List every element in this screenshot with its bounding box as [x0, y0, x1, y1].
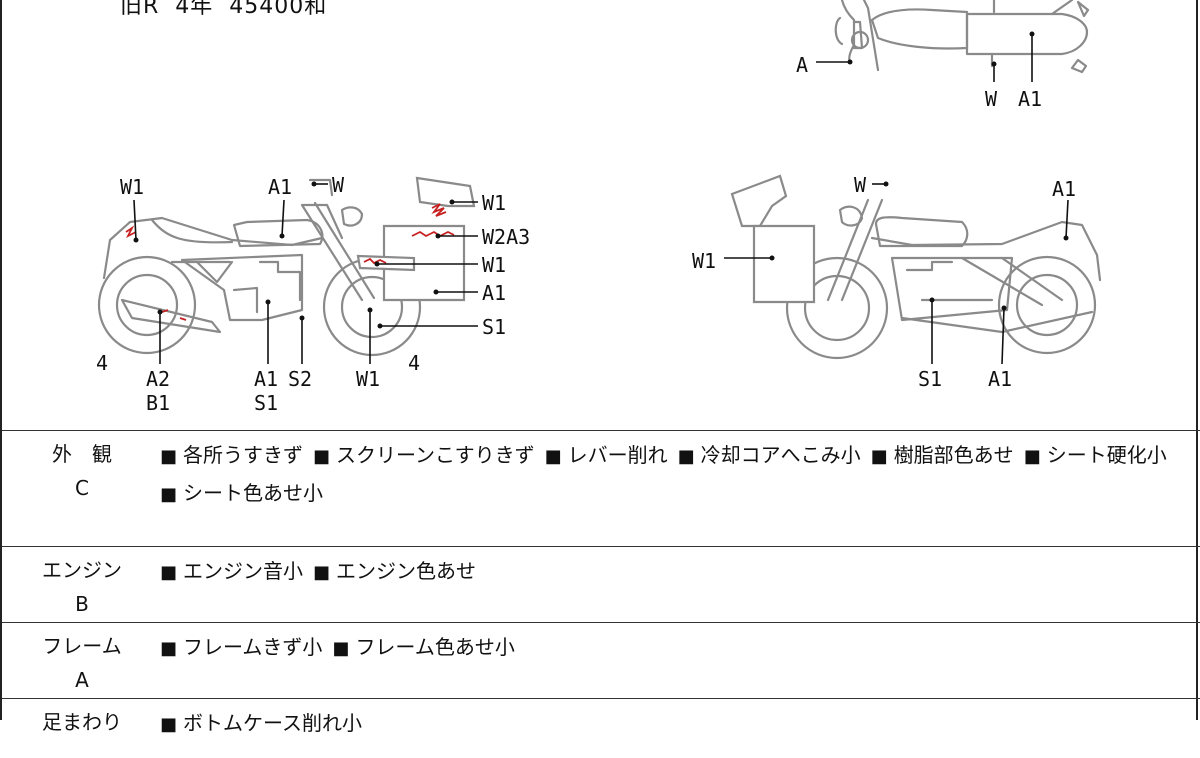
right-view-motorcycle [730, 174, 1102, 360]
category-name: フレーム [42, 634, 122, 658]
condition-category: 外 観 C [32, 437, 132, 505]
right-label-a1-seat: A1 [1052, 177, 1076, 201]
left-label-s1-front: S1 [482, 315, 506, 339]
category-name: 足まわり [42, 710, 122, 734]
square-bullet-icon: ■ [160, 484, 178, 505]
square-bullet-icon: ■ [313, 446, 331, 467]
square-bullet-icon: ■ [160, 562, 178, 583]
left-label-a1-engine: A1 [254, 367, 278, 391]
condition-note: フレームきず小 [183, 635, 323, 659]
left-label-w1-wheel: W1 [356, 367, 380, 391]
left-view-callouts: W1 A1 W W1 W2A3 W1 A1 S1 4 A2 B1 A1 S2 S… [96, 173, 530, 415]
left-label-a2-muffler: A2 [146, 367, 170, 391]
condition-note: スクリーンこすりきず [336, 443, 535, 467]
left-label-a1-tank: A1 [268, 175, 292, 199]
condition-category: エンジン B [32, 553, 132, 621]
right-label-s1-engine: S1 [918, 367, 942, 391]
condition-note: シート色あせ小 [183, 481, 324, 505]
condition-note: エンジン色あせ [336, 559, 477, 583]
square-bullet-icon: ■ [544, 446, 562, 467]
right-label-a1-muffler: A1 [988, 367, 1012, 391]
condition-row: 足まわり ■ボトムケース削れ小 [2, 698, 1200, 758]
left-label-w1-seat: W1 [120, 175, 144, 199]
left-label-4-rear: 4 [96, 351, 108, 375]
top-label-a1: A1 [1018, 87, 1042, 111]
square-bullet-icon: ■ [1023, 446, 1041, 467]
left-label-4-front: 4 [408, 351, 420, 375]
left-label-w2a3-cowl: W2A3 [482, 225, 530, 249]
right-label-w-lever: W [854, 173, 867, 197]
category-name: エンジン [42, 558, 122, 582]
inspection-sheet: 旧R 4年 45400和 A W A1 [0, 0, 1200, 735]
left-label-s1-engine: S1 [254, 391, 278, 415]
top-label-a: A [796, 53, 808, 77]
condition-note: 樹脂部色あせ [893, 443, 1014, 467]
condition-note: エンジン音小 [183, 559, 304, 583]
square-bullet-icon: ■ [332, 638, 350, 659]
right-label-w1-cowl: W1 [692, 249, 716, 273]
square-bullet-icon: ■ [677, 446, 695, 467]
square-bullet-icon: ■ [313, 562, 331, 583]
condition-note: 冷却コアへこみ小 [700, 443, 861, 467]
damage-diagram: A W A1 [96, 0, 1102, 415]
condition-note: シート硬化小 [1046, 443, 1167, 467]
category-grade: C [75, 476, 89, 500]
condition-notes: ■ボトムケース削れ小 [160, 705, 1186, 743]
square-bullet-icon: ■ [160, 638, 178, 659]
left-view-motorcycle [97, 176, 476, 357]
right-view-callouts: W A1 W1 S1 A1 [692, 173, 1076, 391]
left-label-s2-engine: S2 [288, 367, 312, 391]
top-view-motorcycle [834, 0, 1090, 74]
left-label-w-lever: W [332, 173, 345, 197]
square-bullet-icon: ■ [870, 446, 888, 467]
condition-note: レバー削れ [567, 443, 668, 467]
condition-category: 足まわり [32, 705, 132, 739]
left-label-b1-muffler: B1 [146, 391, 170, 415]
left-label-w1-screen: W1 [482, 191, 506, 215]
condition-note: 各所うすきず [183, 443, 304, 467]
top-label-w: W [985, 87, 998, 111]
square-bullet-icon: ■ [160, 446, 178, 467]
left-label-w1-fork: W1 [482, 253, 506, 277]
category-grade: A [75, 668, 89, 692]
condition-notes: ■フレームきず小■フレーム色あせ小 [160, 629, 1186, 667]
model-year-note: 旧R 4年 45400和 [120, 0, 328, 19]
condition-notes: ■各所うすきず■スクリーンこすりきず■レバー削れ■冷却コアへこみ小■樹脂部色あせ… [160, 437, 1186, 513]
condition-category: フレーム A [32, 629, 132, 697]
condition-note: フレーム色あせ小 [355, 635, 515, 659]
square-bullet-icon: ■ [160, 714, 178, 735]
left-view-damage-marks [125, 203, 455, 321]
category-name: 外 観 [52, 442, 112, 466]
left-label-a1-cowl: A1 [482, 281, 506, 305]
category-grade: B [75, 592, 89, 616]
top-view-callouts: A W A1 [796, 31, 1042, 111]
condition-notes: ■エンジン音小■エンジン色あせ [160, 553, 1186, 591]
condition-note: ボトムケース削れ小 [183, 711, 363, 735]
